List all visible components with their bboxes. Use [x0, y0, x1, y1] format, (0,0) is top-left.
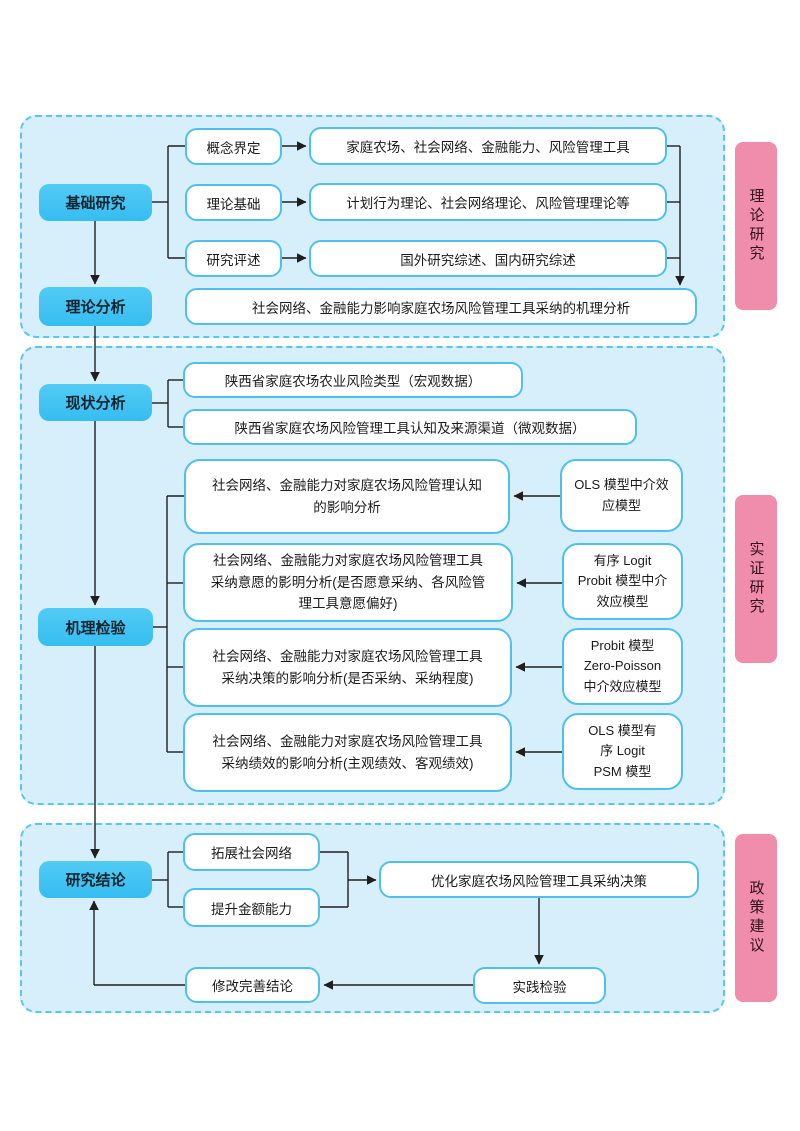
panel-policy-suggestion: [20, 823, 725, 1013]
node-optimize-adoption-decision: 优化家庭农场风险管理工具采纳决策: [379, 861, 699, 898]
node-basic-research: 基础研究: [39, 184, 152, 221]
side-label-theoretical-research: 理论研究: [735, 142, 777, 310]
node-expand-social-network: 拓展社会网络: [183, 833, 320, 871]
node-literature-review: 国外研究综述、国内研究综述: [309, 240, 667, 277]
node-performance-impact: 社会网络、金融能力对家庭农场风险管理工具 采纳绩效的影响分析(主观绩效、客观绩效…: [183, 713, 512, 792]
node-mechanism-test: 机理检验: [38, 608, 153, 646]
node-micro-data: 陕西省家庭农场风险管理工具认知及来源渠道（微观数据）: [183, 409, 637, 445]
node-willingness-impact: 社会网络、金融能力对家庭农场风险管理工具 采纳意愿的影明分析(是否愿意采纳、各风…: [183, 543, 513, 622]
node-improve-financial-capability: 提升金额能力: [183, 888, 320, 927]
node-ordered-logit-probit-model: 有序 Logit Probit 模型中介 效应模型: [562, 543, 683, 620]
node-status-analysis: 现状分析: [39, 384, 152, 421]
node-theoretical-analysis: 理论分析: [39, 287, 152, 326]
node-cognition-impact: 社会网络、金融能力对家庭农场风险管理认知 的影响分析: [184, 459, 510, 534]
side-label-policy-suggestion: 政策建议: [735, 834, 777, 1002]
node-mechanism-analysis: 社会网络、金融能力影响家庭农场风险管理工具采纳的机理分析: [185, 288, 697, 325]
node-decision-impact: 社会网络、金融能力对家庭农场风险管理工具 采纳决策的影响分析(是否采纳、采纳程度…: [183, 628, 512, 707]
node-concepts-list: 家庭农场、社会网络、金融能力、风险管理工具: [309, 127, 667, 165]
node-practice-test: 实践检验: [473, 967, 606, 1004]
node-revise-conclusion: 修改完善结论: [185, 967, 320, 1003]
node-research-review: 研究评述: [185, 240, 282, 277]
node-macro-data: 陕西省家庭农场农业风险类型（宏观数据）: [183, 362, 523, 398]
node-ols-psm-model: OLS 模型有 序 Logit PSM 模型: [562, 713, 683, 790]
side-label-empirical-research: 实证研究: [735, 495, 777, 663]
node-theoretical-basis: 理论基础: [185, 184, 282, 221]
node-concept-definition: 概念界定: [185, 128, 282, 165]
node-ols-mediation-model: OLS 模型中介效 应模型: [560, 459, 683, 532]
node-research-conclusion: 研究结论: [39, 861, 152, 898]
node-theories-list: 计划行为理论、社会网络理论、风险管理理论等: [309, 183, 667, 221]
node-probit-zero-poisson-model: Probit 模型 Zero-Poisson 中介效应模型: [562, 628, 683, 705]
